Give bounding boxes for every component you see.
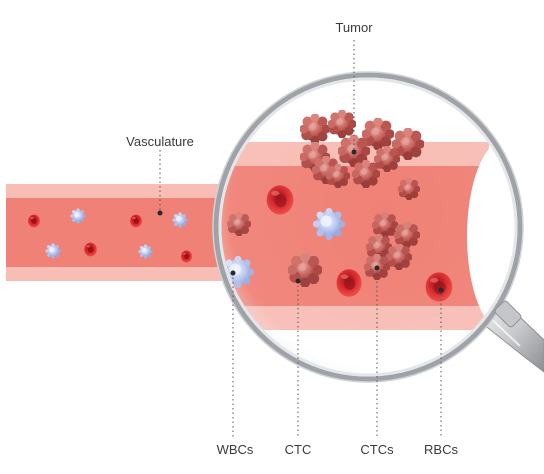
white-blood-cell-icon: [172, 212, 188, 228]
rbcs-label: RBCs: [424, 442, 458, 457]
magnified-view: [218, 77, 518, 377]
tumor-label: Tumor: [335, 20, 373, 35]
ctc-label: CTC: [284, 442, 312, 457]
red-blood-cell-icon: [28, 214, 40, 228]
leader-lines: [159, 40, 442, 437]
leader-dots: [157, 149, 444, 293]
white-blood-cell-icon: [138, 244, 153, 259]
white-blood-cell-icon: [70, 208, 86, 224]
magnifying-glass-icon: [212, 71, 524, 383]
red-blood-cell-icon: [181, 250, 192, 263]
wbcs-label: WBCs: [216, 442, 254, 457]
red-blood-cell-icon: [130, 214, 142, 228]
white-blood-cell-icon: [45, 243, 61, 259]
ctcs-label: CTCs: [360, 442, 394, 457]
red-blood-cell-icon: [84, 242, 97, 257]
vasculature-label: Vasculature: [126, 134, 194, 149]
